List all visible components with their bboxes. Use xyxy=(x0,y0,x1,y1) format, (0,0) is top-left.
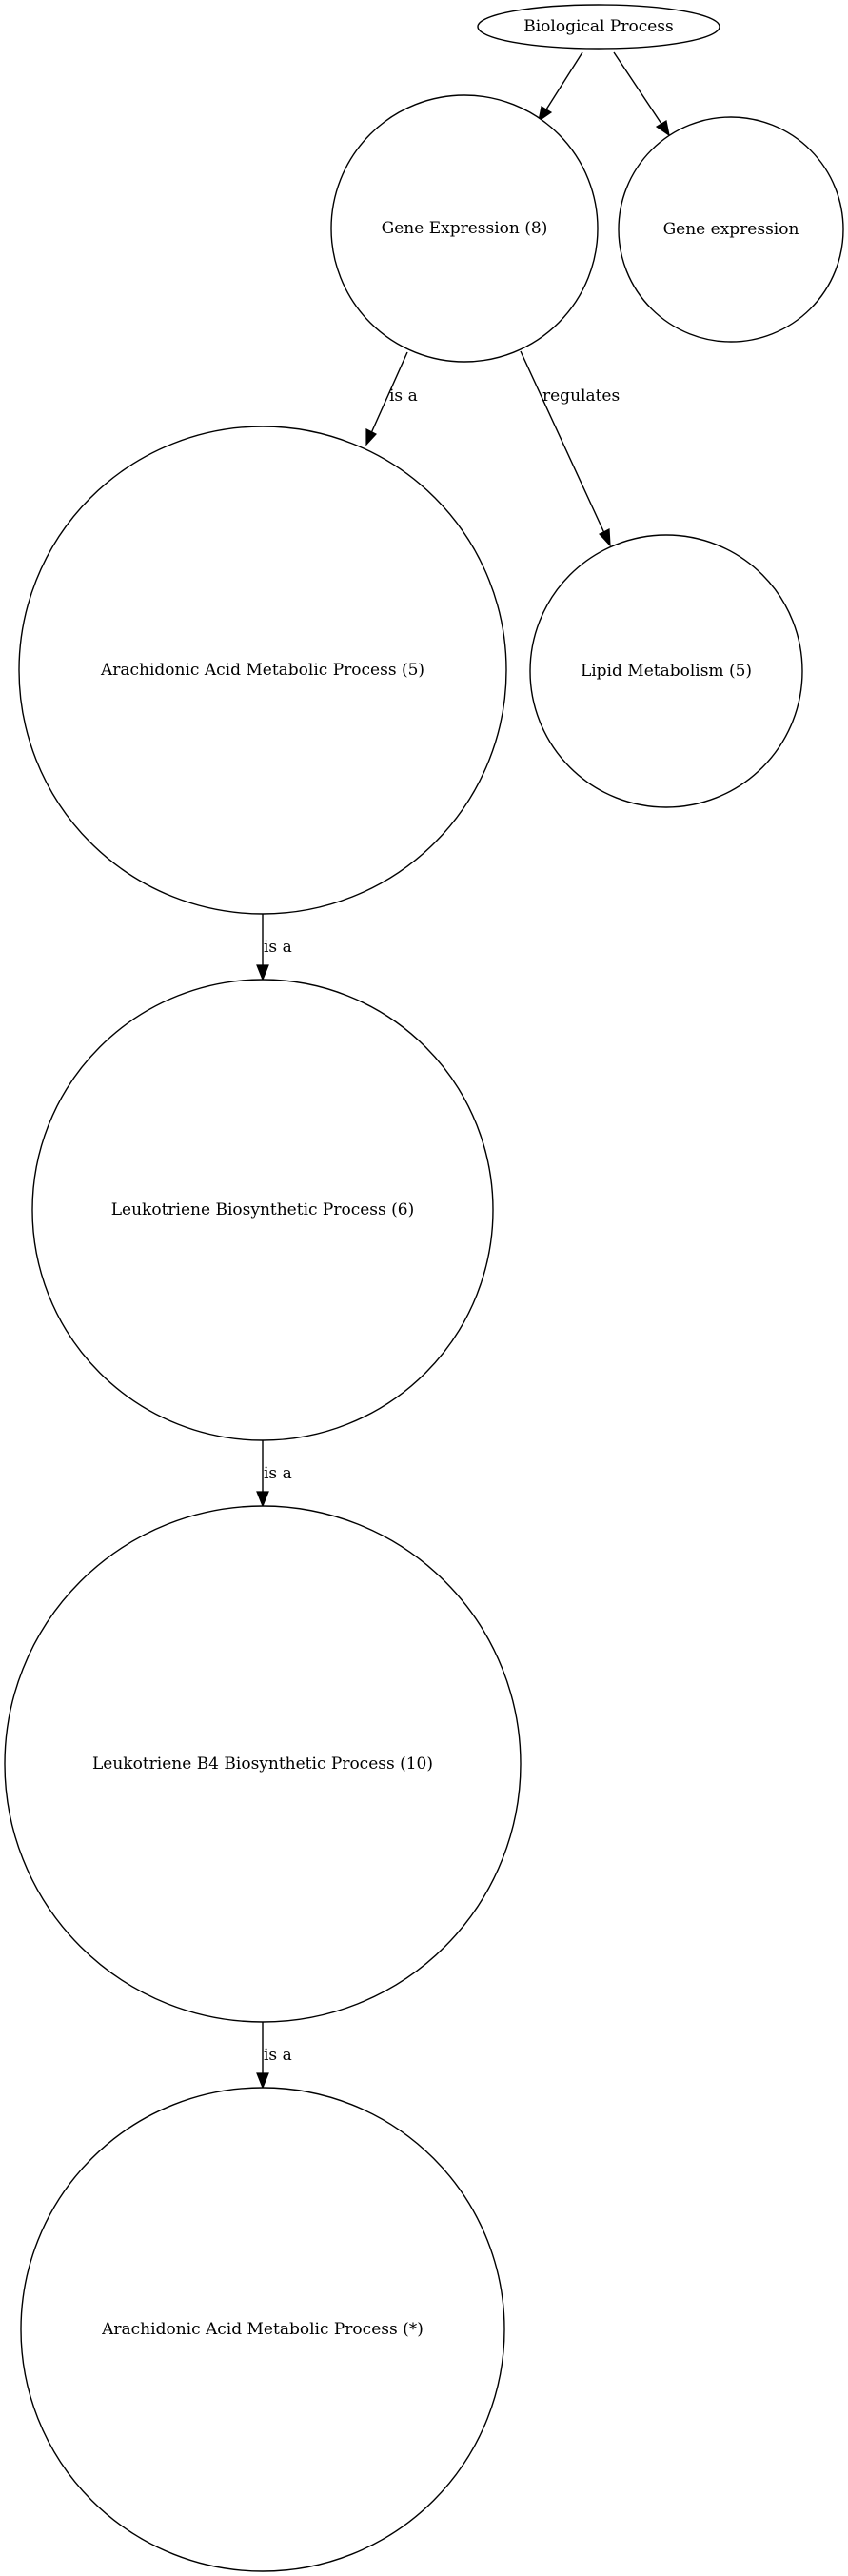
edge-biological-process-to-gene-expression-8 xyxy=(538,51,583,123)
node-label: Arachidonic Acid Metabolic Process (*) xyxy=(101,2320,424,2339)
node-label: Gene expression xyxy=(663,220,799,239)
edge-gene-expression-8-to-lipid-metabolism-5: regulates xyxy=(520,350,620,547)
edge-label: is a xyxy=(264,2046,292,2065)
node-leukotriene-biosynthetic-process-6: Leukotriene Biosynthetic Process (6) xyxy=(31,979,494,1441)
arrowhead xyxy=(256,2072,269,2090)
node-label: Lipid Metabolism (5) xyxy=(581,662,752,681)
arrowhead xyxy=(599,528,611,547)
node-arachidonic-acid-metabolic-process-5: Arachidonic Acid Metabolic Process (5) xyxy=(18,426,507,915)
edge-gene-expression-8-to-arachidonic-acid-5: is a xyxy=(365,351,418,446)
node-label: Leukotriene B4 Biosynthetic Process (10) xyxy=(92,1754,433,1773)
arrowhead xyxy=(256,1491,269,1508)
node-lipid-metabolism-5: Lipid Metabolism (5) xyxy=(529,534,803,808)
edge-label: is a xyxy=(264,1464,292,1483)
node-biological-process: Biological Process xyxy=(477,4,720,50)
node-leukotriene-b4-biosynthetic-process-10: Leukotriene B4 Biosynthetic Process (10) xyxy=(4,1505,522,2023)
node-gene-expression: Gene expression xyxy=(618,116,844,343)
node-label: Leukotriene Biosynthetic Process (6) xyxy=(111,1200,415,1219)
node-label: Biological Process xyxy=(523,17,673,36)
arrowhead xyxy=(538,106,553,123)
edge-arachidonic-acid-5-to-leukotriene-biosynthetic-6: is a xyxy=(256,914,292,981)
edge-biological-process-to-gene-expression xyxy=(613,51,670,137)
arrowhead xyxy=(365,428,377,446)
edge-label: is a xyxy=(389,386,418,406)
node-gene-expression-8: Gene Expression (8) xyxy=(330,94,599,363)
edge-label: is a xyxy=(264,938,292,957)
node-label: Gene Expression (8) xyxy=(382,219,548,238)
arrowhead xyxy=(655,120,670,137)
node-label: Arachidonic Acid Metabolic Process (5) xyxy=(100,661,424,680)
edge-label: regulates xyxy=(542,386,620,406)
edge-leukotriene-b4-10-to-arachidonic-acid-star: is a xyxy=(256,2022,292,2090)
node-arachidonic-acid-metabolic-process-star: Arachidonic Acid Metabolic Process (*) xyxy=(20,2087,505,2572)
edge-leukotriene-biosynthetic-6-to-leukotriene-b4-10: is a xyxy=(256,1440,292,1508)
arrowhead xyxy=(256,964,269,981)
